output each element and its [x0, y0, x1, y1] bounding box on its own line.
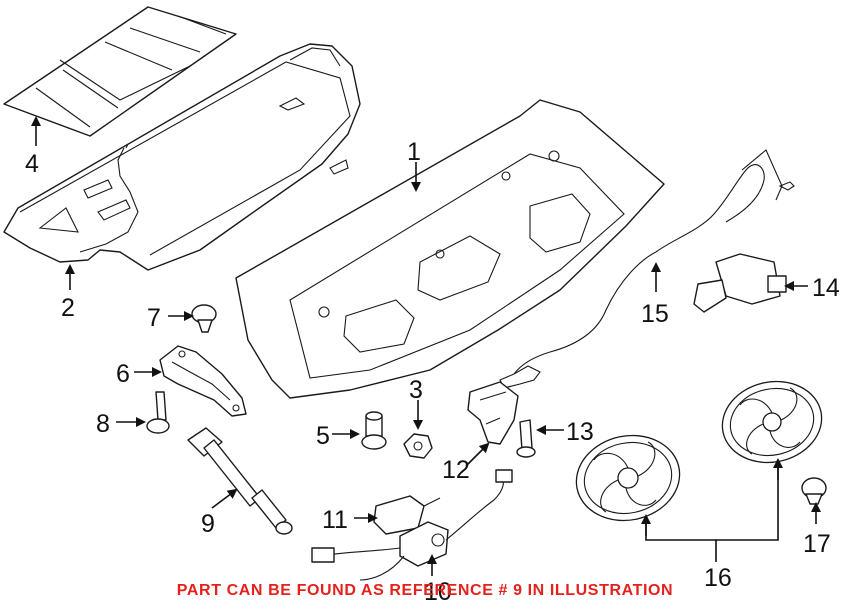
leader-lines — [31, 116, 821, 576]
part-4-trunk-mat — [3, 6, 237, 137]
callout-2: 2 — [61, 294, 75, 322]
callout-7: 7 — [147, 304, 161, 332]
part-13-bolt — [516, 419, 536, 458]
part-5-stud — [361, 411, 387, 450]
callout-14: 14 — [812, 274, 840, 302]
part-9-gas-strut — [187, 427, 293, 535]
part-17-clip — [801, 477, 827, 505]
callout-8: 8 — [96, 410, 110, 438]
part-3-nut — [403, 433, 433, 459]
callout-4: 4 — [25, 150, 39, 178]
part-14-actuator — [693, 253, 787, 313]
callout-15: 15 — [641, 300, 669, 328]
callout-11: 11 — [322, 506, 348, 534]
part-15-release-cable — [79, 143, 795, 389]
callout-16: 16 — [704, 564, 732, 592]
part-16-cooling-fans — [575, 380, 823, 522]
callout-13: 13 — [566, 418, 594, 446]
callout-10: 10 — [424, 578, 452, 606]
callout-17: 17 — [803, 530, 831, 558]
part-8-bolt — [146, 391, 170, 434]
callout-12: 12 — [442, 456, 470, 484]
part-7-clip — [191, 304, 217, 333]
callout-5: 5 — [316, 422, 330, 450]
part-2-package-tray — [3, 43, 361, 271]
callout-6: 6 — [116, 360, 130, 388]
callout-9: 9 — [201, 510, 215, 538]
callout-1: 1 — [407, 138, 421, 166]
part-6-hinge — [159, 345, 247, 417]
part-1-trunk-lid — [235, 99, 665, 399]
callout-labels: 1 2 3 4 5 6 7 8 9 10 11 12 13 14 15 16 1… — [25, 138, 840, 606]
reference-notice: PART CAN BE FOUND AS REFERENCE # 9 IN IL… — [176, 582, 674, 599]
callout-3: 3 — [409, 376, 423, 404]
part-12-bracket — [467, 381, 519, 445]
